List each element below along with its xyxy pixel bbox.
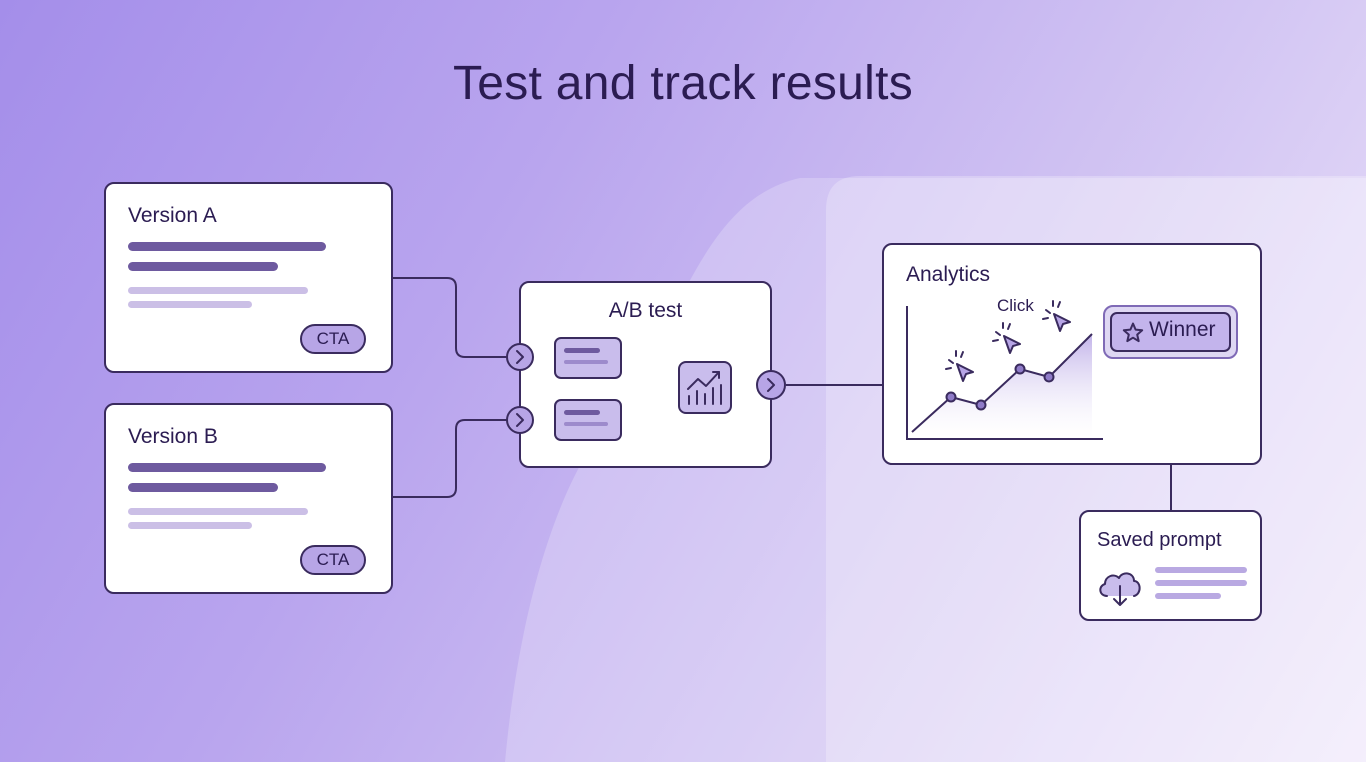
chart-point (945, 391, 957, 403)
text-line (128, 301, 252, 308)
text-line (128, 262, 278, 271)
text-line (1155, 580, 1247, 586)
text-line (128, 242, 326, 251)
variant-block-a (554, 337, 622, 379)
chart-axis (906, 306, 1103, 440)
text-line (128, 483, 278, 492)
version-b-card: Version B CTA (104, 403, 393, 594)
text-line (128, 463, 326, 472)
chart-trend-icon (678, 361, 732, 414)
star-icon (1122, 322, 1144, 343)
text-line (1155, 567, 1247, 573)
version-a-title: Version A (128, 204, 217, 227)
analytics-title: Analytics (906, 263, 991, 286)
winner-badge[interactable]: Winner (1103, 305, 1238, 359)
text-line (128, 508, 308, 515)
click-label: Click (997, 296, 1034, 315)
chart-point (1043, 371, 1055, 383)
ab-test-title: A/B test (608, 299, 683, 322)
winner-label: Winner (1149, 318, 1216, 341)
connector-a-to-test (392, 277, 507, 358)
saved-prompt-title: Saved prompt (1097, 529, 1222, 551)
chart-line (911, 333, 1093, 433)
version-a-cta-button[interactable]: CTA (300, 324, 366, 354)
chevron-right-icon[interactable] (506, 406, 534, 434)
cloud-download-icon (1099, 572, 1141, 606)
cursor-click-icon (945, 350, 974, 382)
page-title: Test and track results (452, 57, 914, 110)
version-a-card: Version A CTA (104, 182, 393, 373)
cursor-click-icon (1042, 300, 1071, 332)
text-line (128, 522, 252, 529)
connector-b-to-test (392, 419, 507, 498)
text-line (1155, 593, 1221, 599)
variant-block-b (554, 399, 622, 441)
text-line (128, 287, 308, 294)
chart-point (1014, 363, 1026, 375)
chevron-right-icon[interactable] (506, 343, 534, 371)
chart-point (975, 399, 987, 411)
version-b-cta-button[interactable]: CTA (300, 545, 366, 575)
chevron-right-icon[interactable] (756, 370, 786, 400)
cursor-click-icon (992, 322, 1021, 354)
saved-prompt-card: Saved prompt (1079, 510, 1262, 621)
version-b-title: Version B (128, 425, 218, 448)
